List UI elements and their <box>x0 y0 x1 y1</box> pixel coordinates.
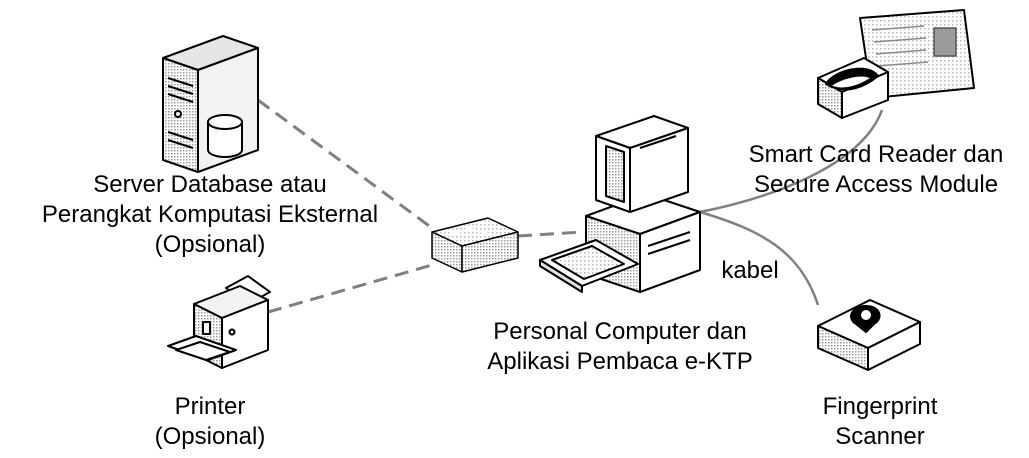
label-card-reader: Smart Card Reader dan Secure Access Modu… <box>726 140 1026 200</box>
server-database-icon <box>162 35 259 173</box>
dashed-link-printer-hub <box>267 263 433 314</box>
label-card-reader-line2: Secure Access Module <box>753 171 999 198</box>
label-pc: Personal Computer dan Aplikasi Pembaca e… <box>440 317 800 377</box>
dashed-link-server-hub <box>257 98 433 230</box>
label-printer-line1: Printer <box>174 393 246 420</box>
fingerprint-scanner-icon <box>817 299 921 371</box>
label-card-reader-line1: Smart Card Reader dan <box>748 141 1004 168</box>
label-server: Server Database atau Perangkat Komputasi… <box>10 170 410 260</box>
cable-fingerprint <box>699 210 820 306</box>
label-cable: kabel <box>700 256 800 286</box>
label-fingerprint-line2: Scanner <box>835 423 925 450</box>
label-server-line3: (Opsional) <box>154 231 266 258</box>
network-hub-icon <box>431 217 519 273</box>
label-fingerprint: Fingerprint Scanner <box>780 392 980 452</box>
smart-card-reader-icon <box>817 9 975 119</box>
label-pc-line2: Aplikasi Pembaca e-KTP <box>487 348 753 375</box>
label-pc-line1: Personal Computer dan <box>493 318 747 345</box>
cable-card-reader <box>699 109 884 214</box>
label-printer-line2: (Opsional) <box>154 423 266 450</box>
label-cable-text: kabel <box>721 257 779 284</box>
printer-icon <box>167 275 271 369</box>
label-server-line1: Server Database atau <box>93 171 327 198</box>
label-printer: Printer (Opsional) <box>130 392 290 452</box>
label-server-line2: Perangkat Komputasi Eksternal <box>41 201 379 228</box>
label-fingerprint-line1: Fingerprint <box>822 393 938 420</box>
dashed-link-hub-pc <box>517 230 584 238</box>
desktop-computer-icon <box>539 115 701 293</box>
